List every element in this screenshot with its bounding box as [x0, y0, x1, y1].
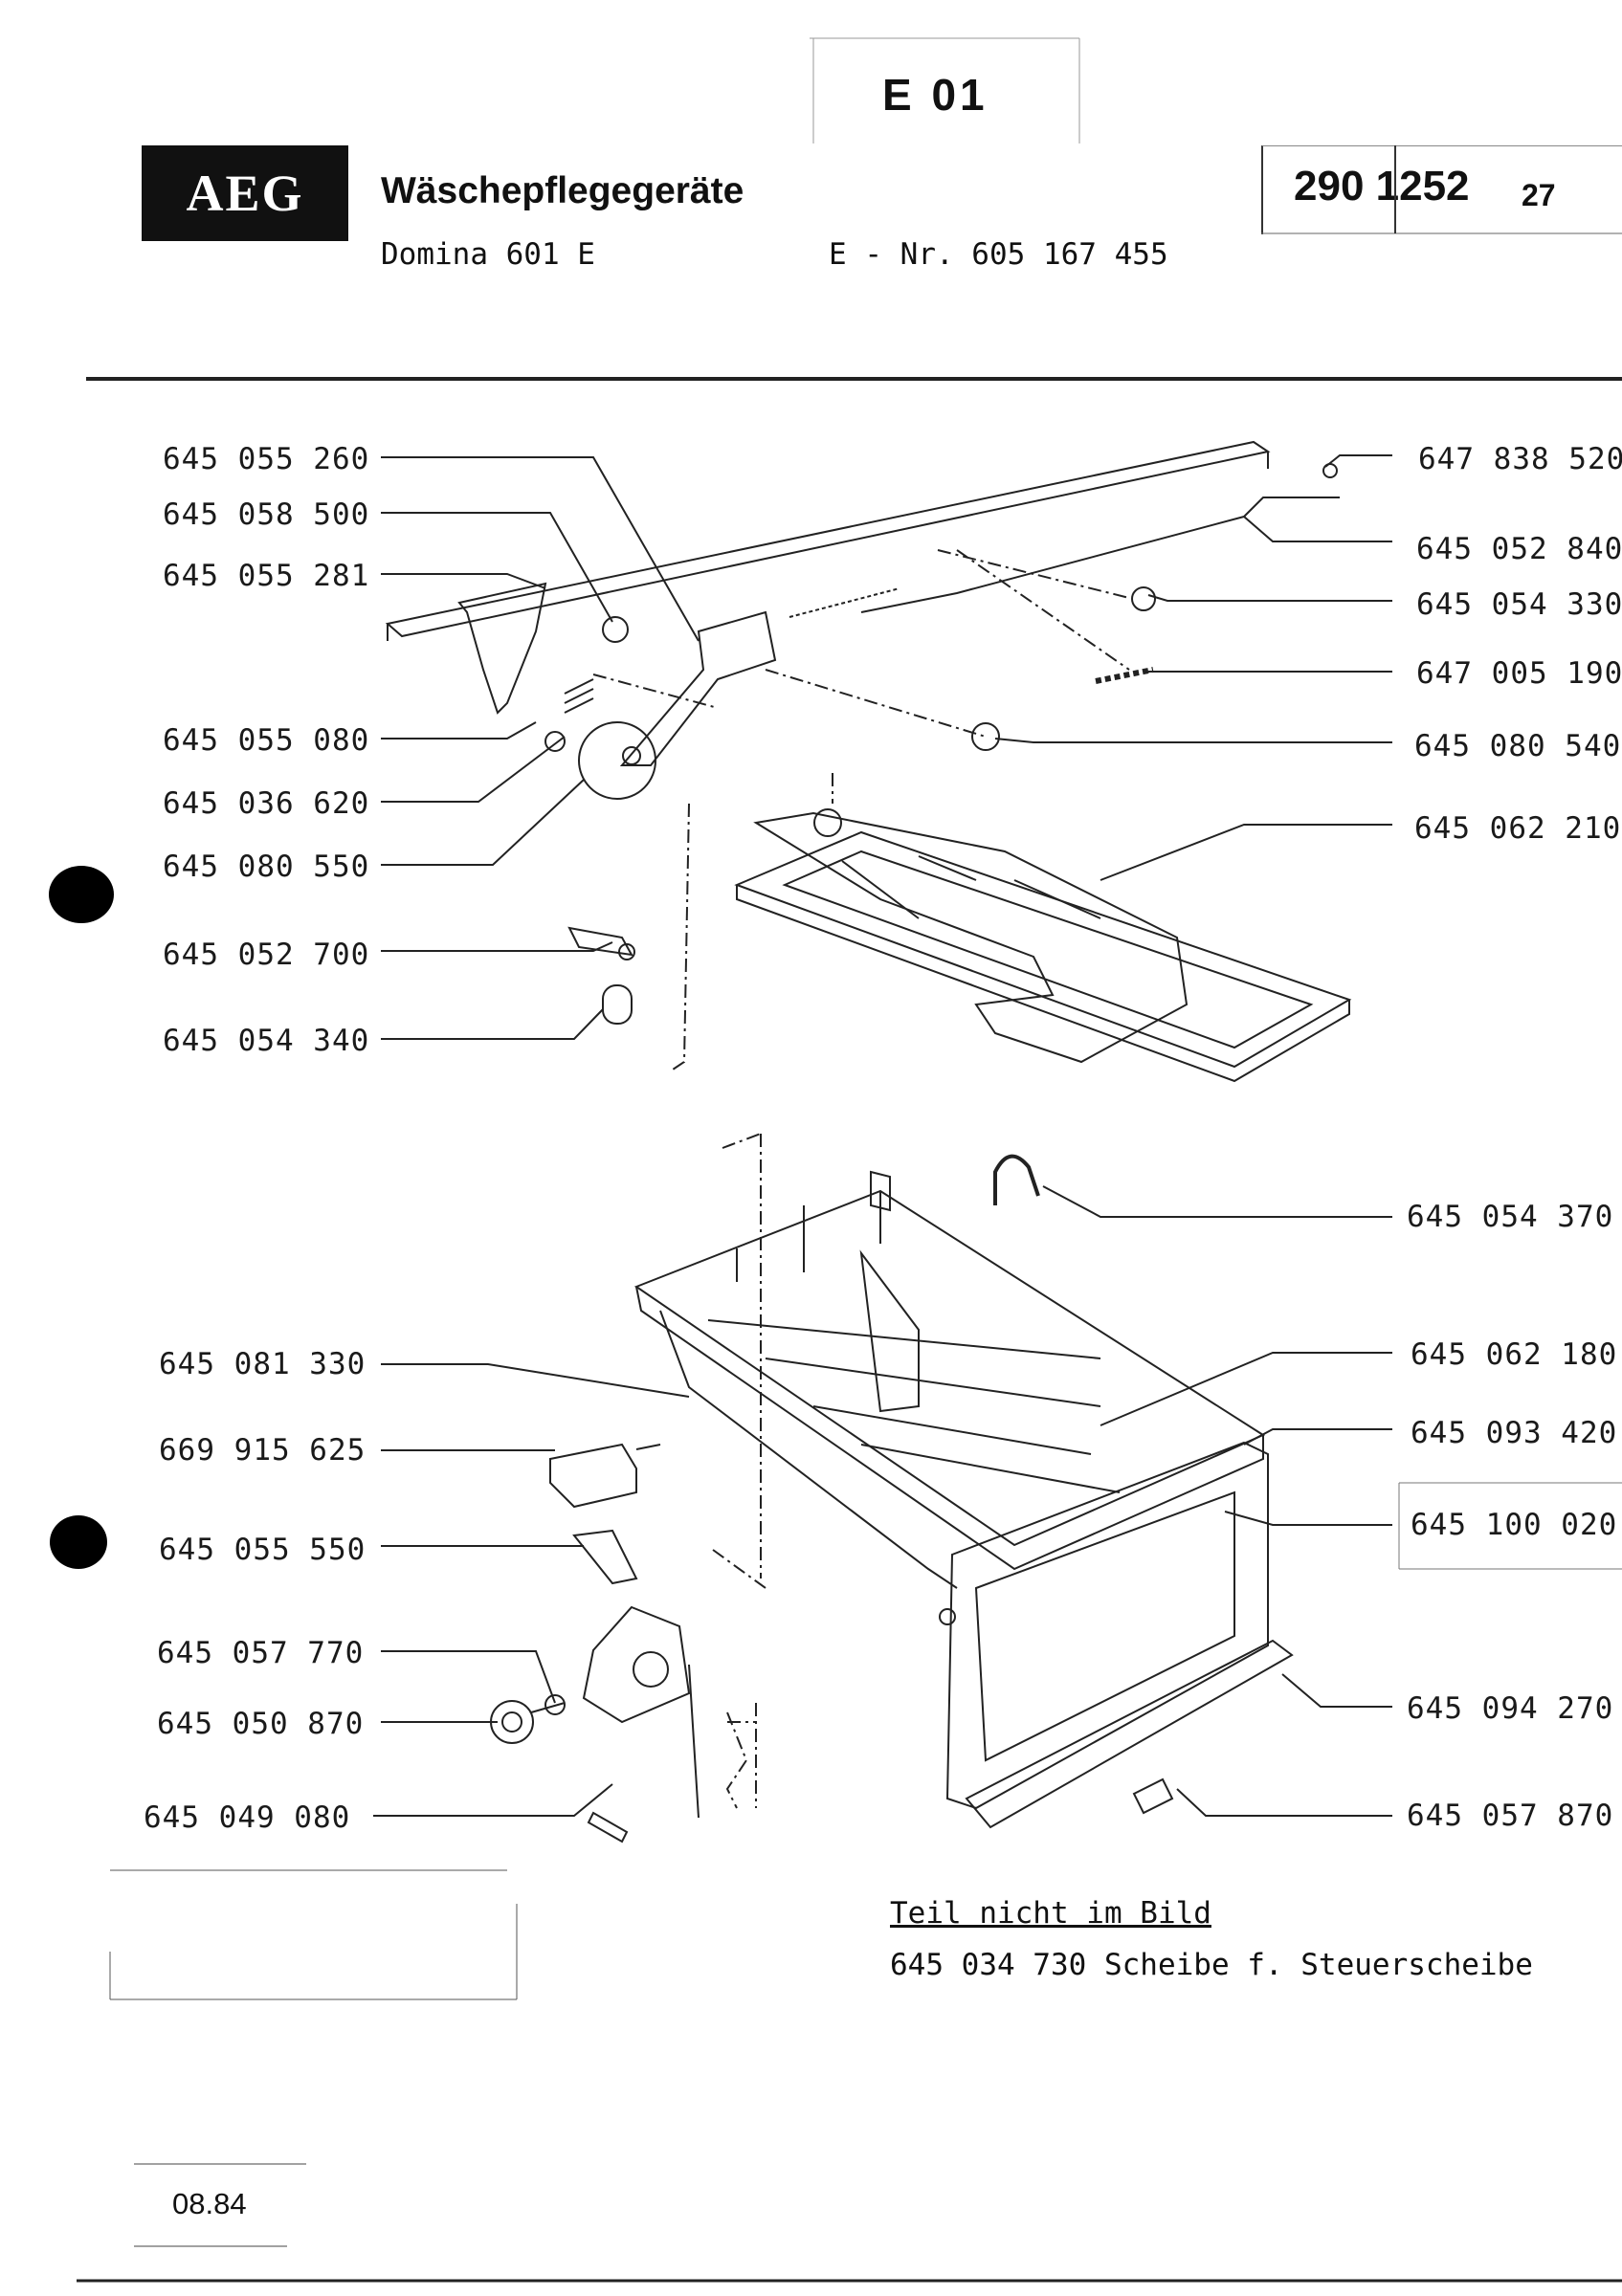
part-number-left-14: 645 049 080 [144, 1800, 351, 1835]
part-number-left-11: 645 055 550 [159, 1533, 367, 1567]
part-number-right-12: 645 057 870 [1407, 1799, 1614, 1833]
part-number-left-8: 645 054 340 [163, 1024, 370, 1058]
part-number-right-5: 645 080 540 [1414, 729, 1622, 763]
part-number-right-3: 645 054 330 [1416, 587, 1622, 622]
part-number-left-12: 645 057 770 [157, 1636, 365, 1670]
page-title: Wäschepflegegeräte [381, 170, 744, 211]
document-code-box [1261, 145, 1622, 234]
part-number-left-10: 669 915 625 [159, 1433, 367, 1468]
document-code-suffix: 27 [1522, 178, 1556, 212]
part-number-right-10: 645 100 020 [1411, 1508, 1618, 1542]
part-number-left-9: 645 081 330 [159, 1347, 367, 1381]
punch-holes [49, 866, 114, 1569]
part-number-left-5: 645 036 620 [163, 786, 370, 821]
part-number-right-9: 645 093 420 [1411, 1416, 1618, 1450]
part-number-left-6: 645 080 550 [163, 850, 370, 884]
part-number-right-7: 645 054 370 [1407, 1200, 1614, 1234]
part-number-left-3: 645 055 281 [163, 559, 370, 593]
e-number: E - Nr. 605 167 455 [829, 237, 1168, 272]
note-heading: Teil nicht im Bild [890, 1896, 1211, 1931]
part-number-right-1: 647 838 520 [1418, 442, 1622, 476]
part-number-left-13: 645 050 870 [157, 1707, 365, 1741]
part-number-right-11: 645 094 270 [1407, 1691, 1614, 1726]
part-number-left-4: 645 055 080 [163, 723, 370, 758]
part-number-right-8: 645 062 180 [1411, 1337, 1618, 1372]
part-number-left-2: 645 058 500 [163, 497, 370, 532]
part-number-left-7: 645 052 700 [163, 938, 370, 972]
document-code: 290 1252 [1294, 163, 1470, 210]
part-number-right-4: 647 005 190 [1416, 656, 1622, 691]
aeg-logo: AEG [142, 145, 348, 241]
date-box [134, 2163, 306, 2247]
footer-date: 08.84 [172, 2187, 247, 2220]
note-line: 645 034 730 Scheibe f. Steuerscheibe [890, 1948, 1533, 1982]
part-number-left-1: 645 055 260 [163, 442, 370, 476]
model-name: Domina 601 E [381, 237, 595, 272]
part-number-right-6: 645 062 210 [1414, 811, 1622, 846]
sheet-number: E 01 [882, 70, 989, 120]
part-number-right-2: 645 052 840 [1416, 532, 1622, 566]
sheet-box [810, 37, 1080, 144]
empty-box [109, 1869, 518, 2000]
highlight-box [1398, 1482, 1622, 1570]
